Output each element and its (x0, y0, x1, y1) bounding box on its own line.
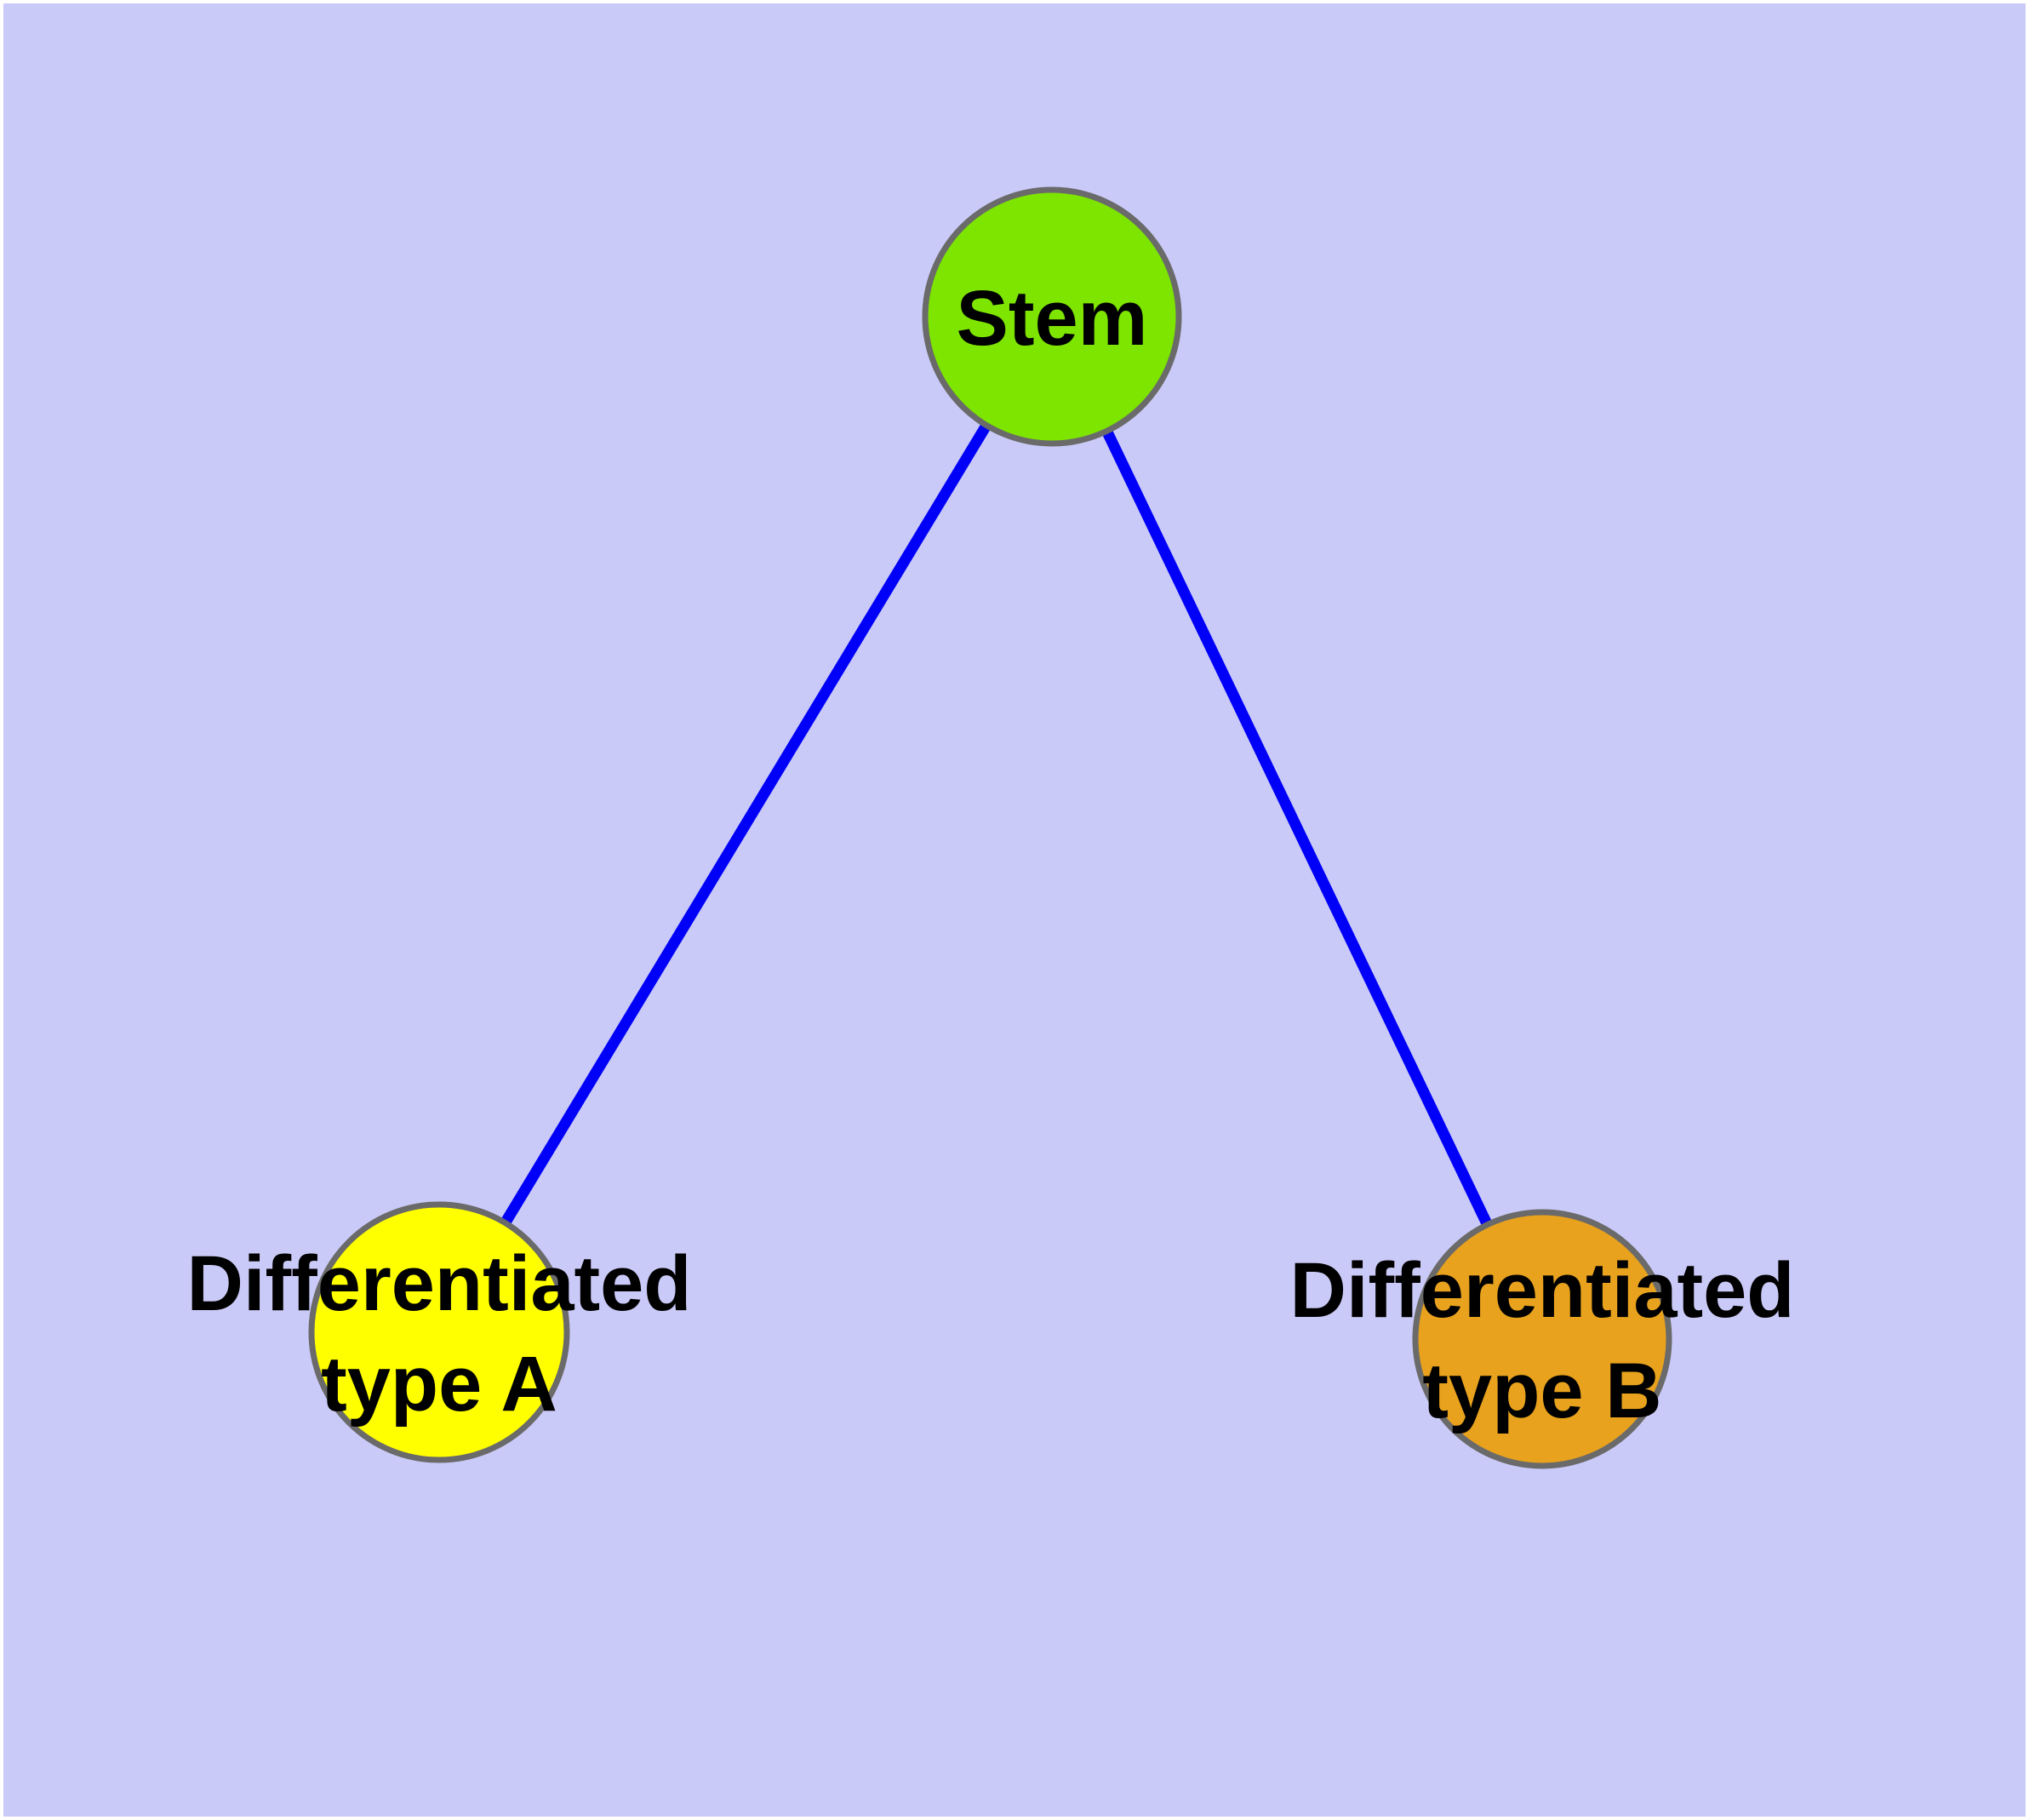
node-differentiated-type-b (1412, 1209, 1672, 1469)
edge-stem-to-differentiated-type-b (1047, 314, 1547, 1342)
edge-stem-to-differentiated-type-a (434, 313, 1057, 1336)
node-stem-label: Stem (957, 275, 1148, 362)
node-stem (922, 186, 1182, 447)
node-differentiated-type-a (308, 1201, 570, 1463)
